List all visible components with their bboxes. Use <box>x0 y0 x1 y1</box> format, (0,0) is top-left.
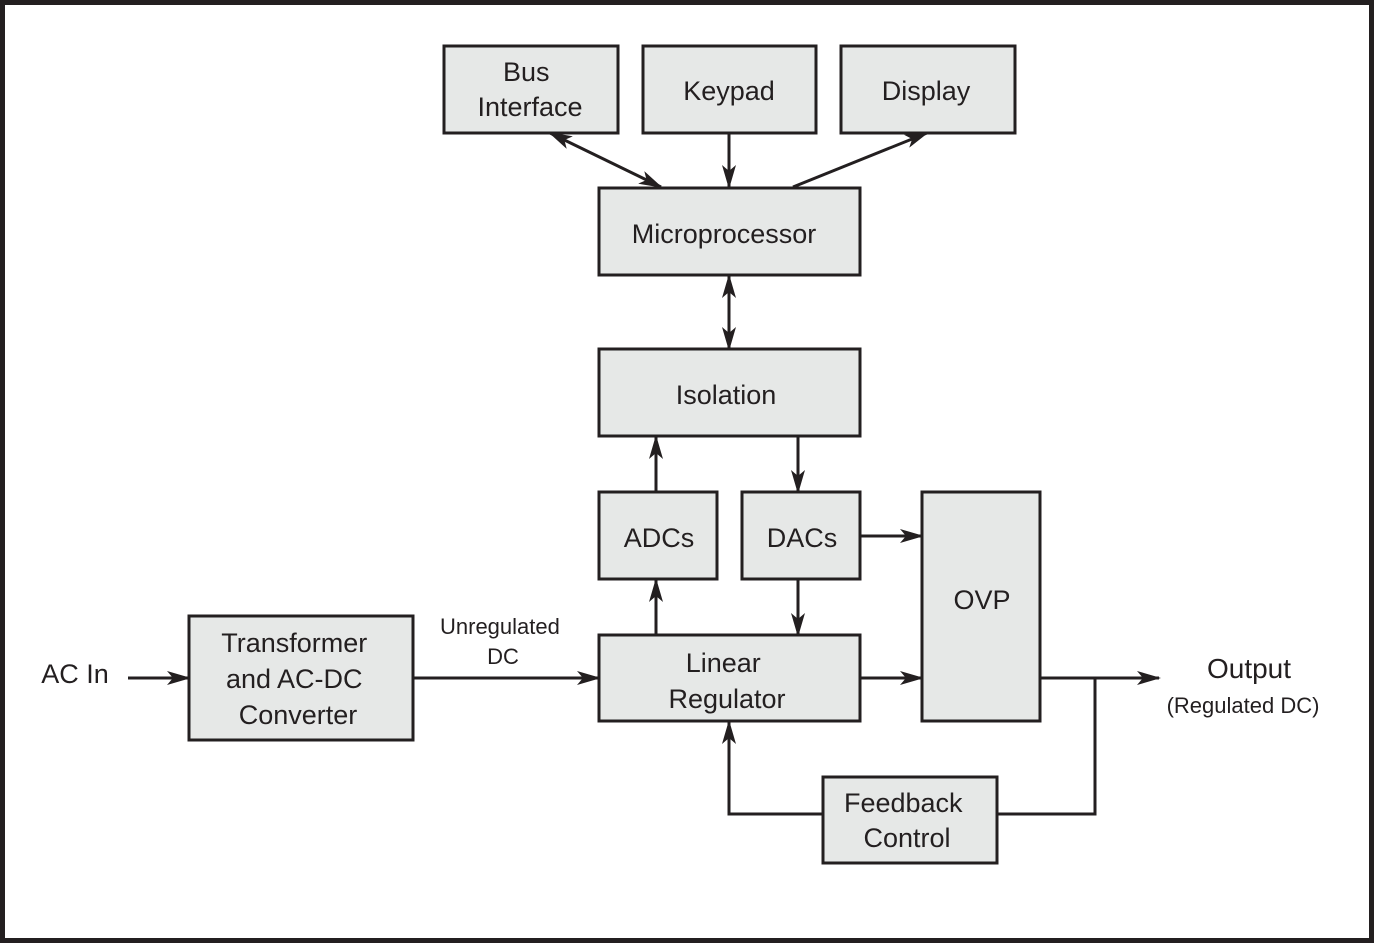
block-microprocessor: Microprocessor <box>597 186 862 277</box>
adcs-label: ADCs <box>624 523 695 553</box>
connections <box>128 131 1161 816</box>
svg-text:Bus Interface: Bus Interface <box>477 57 582 122</box>
block-isolation: Isolation <box>597 347 862 438</box>
unregulated-dc-label-line1: Unregulated <box>440 614 560 639</box>
svg-text:Microprocessor: Microprocessor <box>632 219 817 249</box>
transformer-label-line2: and AC-DC <box>226 664 363 694</box>
svg-text:Isolation: Isolation <box>676 380 777 410</box>
svg-text:DACs: DACs <box>767 523 838 553</box>
keypad-label: Keypad <box>683 76 775 106</box>
bus-interface-label-line1: Bus <box>503 57 550 87</box>
linear-regulator-label-line1: Linear <box>686 648 761 678</box>
block-feedback-control: Feedback Control <box>821 775 999 865</box>
svg-text:Transformer and AC-DC: Transformer and AC-DC Converter <box>221 628 375 730</box>
bus-interface-label-line2: Interface <box>477 92 582 122</box>
linear-regulator-label-line2: Regulator <box>668 684 785 714</box>
svg-text:Display: Display <box>882 76 971 106</box>
block-bus-interface: Bus Interface <box>442 44 620 135</box>
svg-text:OVP: OVP <box>953 585 1010 615</box>
feedback-control-label-line2: Control <box>863 823 950 853</box>
unregulated-dc-label: Unregulated DC <box>440 614 566 669</box>
block-display: Display <box>839 44 1017 135</box>
dacs-label: DACs <box>767 523 838 553</box>
block-linear-regulator: Linear Regulator <box>597 633 862 723</box>
ovp-label: OVP <box>953 585 1010 615</box>
block-adcs: ADCs <box>597 490 719 581</box>
microprocessor-display-arrow <box>792 131 929 189</box>
ac-in-label: AC In <box>41 659 109 689</box>
svg-text:ADCs: ADCs <box>624 523 695 553</box>
output-feedback-wire <box>997 678 1097 816</box>
svg-text:Feedback Control: Feedback Control <box>844 788 970 853</box>
block-ovp: OVP <box>920 490 1042 723</box>
transformer-label-line1: Transformer <box>221 628 367 658</box>
block-keypad: Keypad <box>641 44 818 135</box>
svg-text:Keypad: Keypad <box>683 76 775 106</box>
microprocessor-label: Microprocessor <box>632 219 817 249</box>
unregulated-dc-label-line2: DC <box>487 644 519 669</box>
isolation-label: Isolation <box>676 380 777 410</box>
output-sublabel: (Regulated DC) <box>1167 693 1320 718</box>
feedback-control-label-line1: Feedback <box>844 788 963 818</box>
feedback-regulator-arrow <box>722 720 823 816</box>
bus-microprocessor-arrow <box>548 131 663 189</box>
transformer-label-line3: Converter <box>239 700 358 730</box>
output-label: Output <box>1207 653 1291 684</box>
block-transformer: Transformer and AC-DC Converter <box>187 614 415 742</box>
svg-text:Linear Regulator: Linear Regulator <box>668 648 785 714</box>
display-label: Display <box>882 76 971 106</box>
block-dacs: DACs <box>740 490 862 581</box>
power-supply-block-diagram: Bus Interface Keypad Display Microproces… <box>41 44 1320 865</box>
